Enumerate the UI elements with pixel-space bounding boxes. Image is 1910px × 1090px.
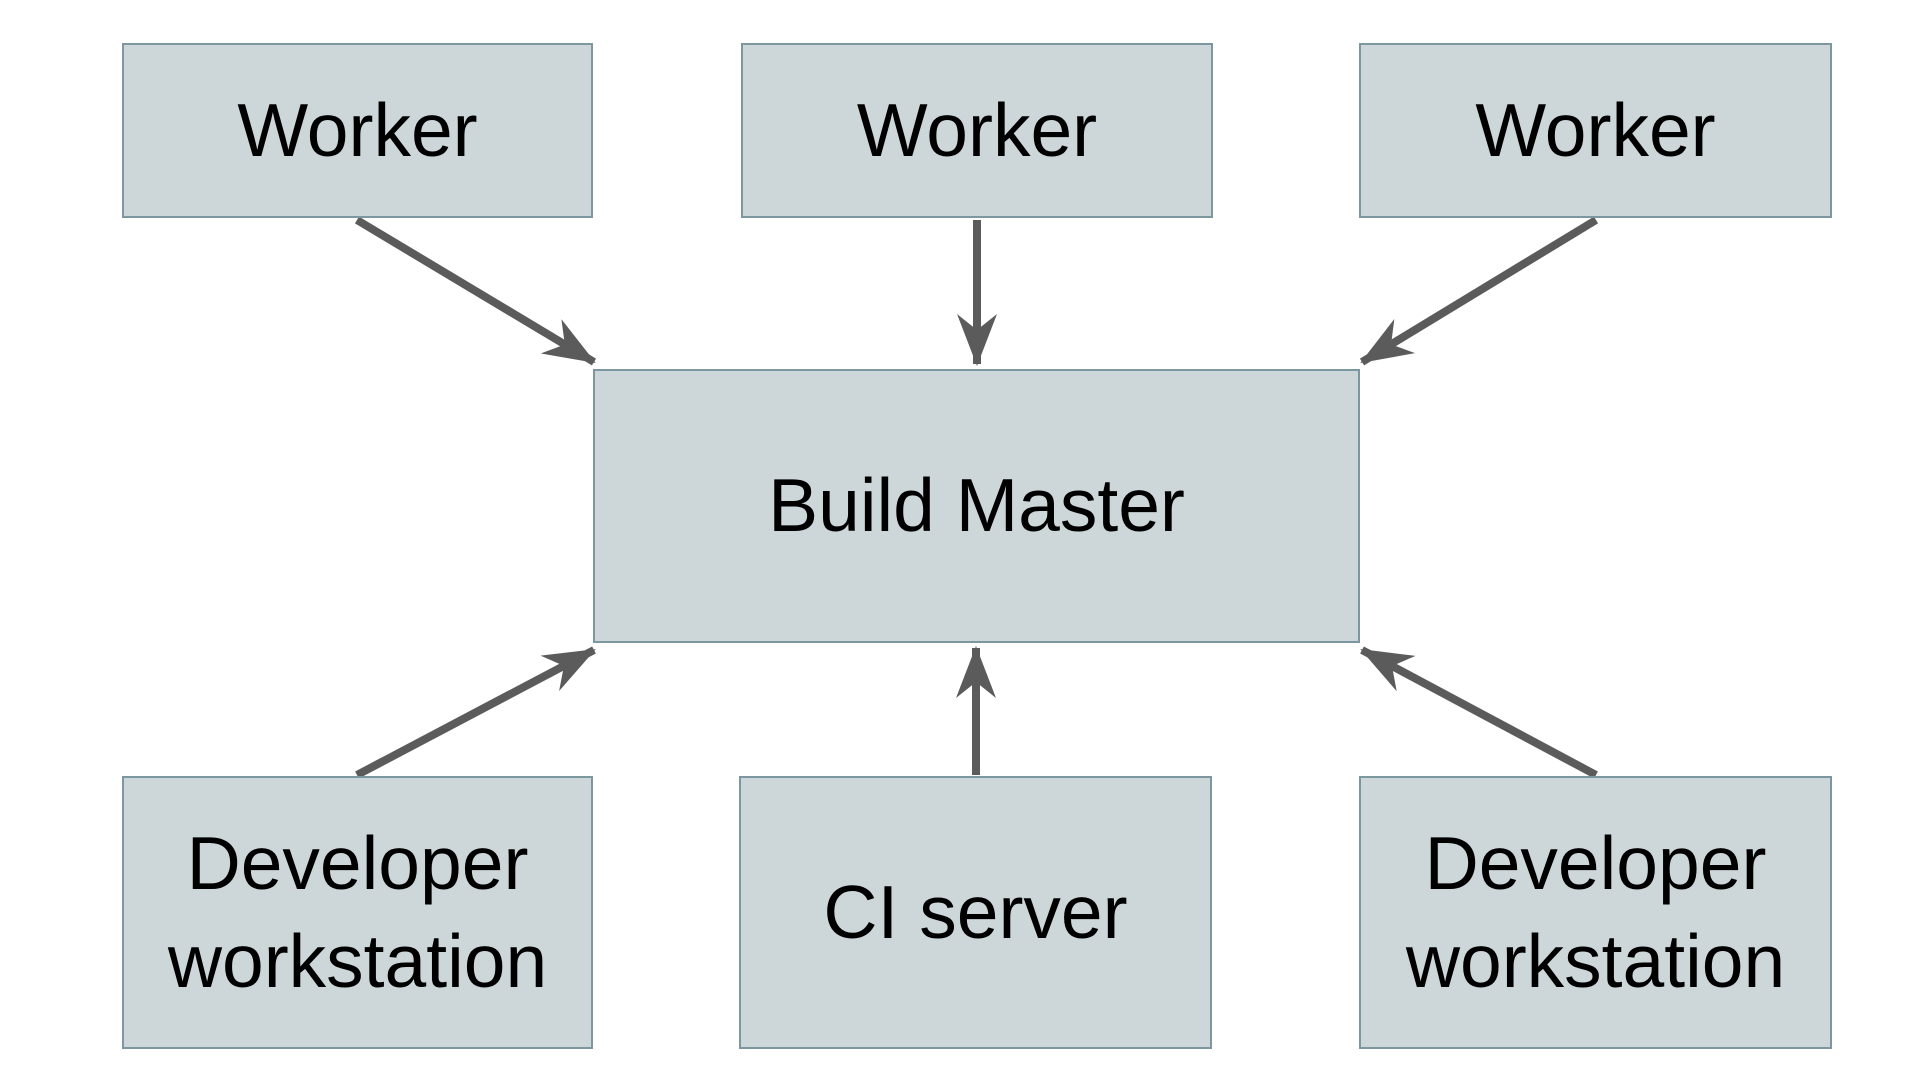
node-label: CI server [823, 869, 1128, 954]
node-developer-workstation-2: Developer workstation [1359, 776, 1832, 1049]
node-worker-2: Worker [741, 43, 1213, 218]
edge-developer-workstation-2-to-build-master [1360, 646, 1598, 779]
node-ci-server: CI server [739, 776, 1212, 1049]
node-developer-workstation-1: Developer workstation [122, 776, 593, 1049]
node-build-master: Build Master [593, 369, 1360, 643]
edge-developer-workstation-1-to-build-master [355, 646, 596, 779]
node-worker-1: Worker [122, 43, 593, 218]
node-label: Developer workstation [167, 821, 548, 1003]
edge-worker-3-to-build-master [1359, 216, 1599, 366]
node-label: Worker [856, 87, 1098, 172]
node-label: Worker [1475, 87, 1716, 172]
node-worker-3: Worker [1359, 43, 1832, 218]
node-label: Build Master [768, 463, 1185, 548]
edge-worker-1-to-build-master [354, 216, 597, 366]
node-label: Worker [237, 87, 478, 172]
node-label: Developer workstation [1405, 821, 1786, 1003]
